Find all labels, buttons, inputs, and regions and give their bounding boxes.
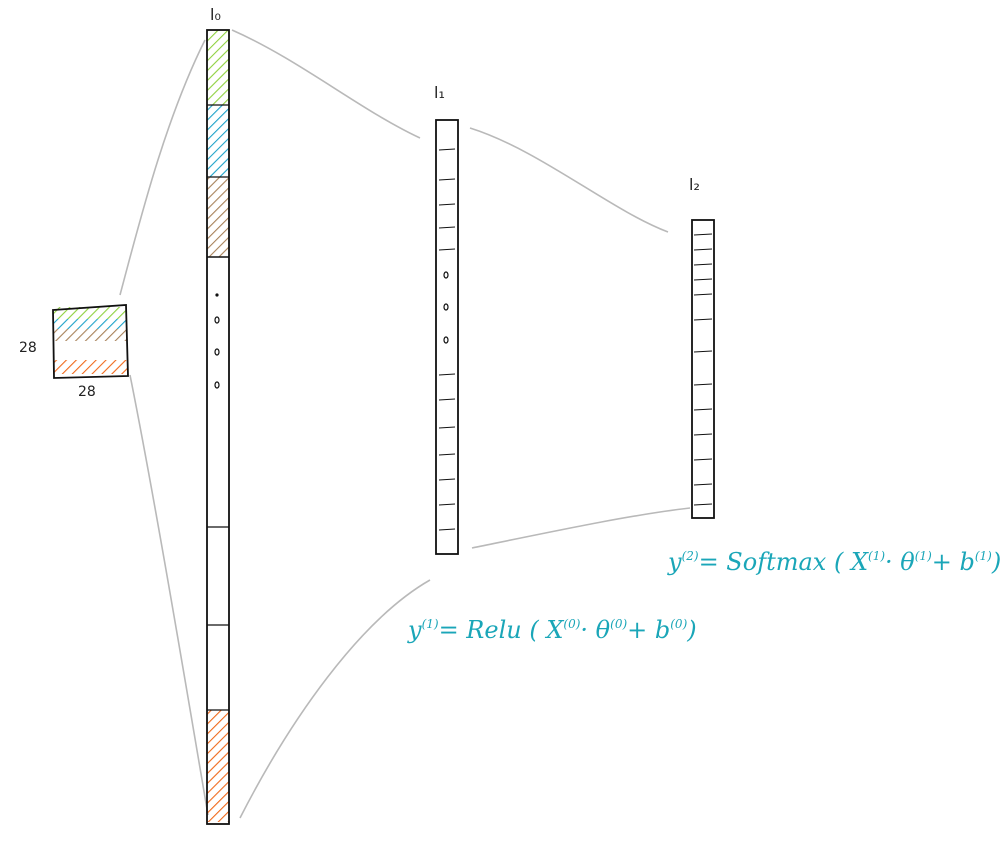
input-band-green bbox=[53, 307, 127, 319]
eq2-plus-b: + b bbox=[932, 548, 975, 576]
eq1-x-sup: (0) bbox=[563, 617, 580, 631]
svg-text:y(1)= Relu ( X(0)· θ(0)+ b(0)): y(1)= Relu ( X(0)· θ(0)+ b(0)) bbox=[407, 616, 697, 644]
input-band-blue bbox=[53, 319, 127, 329]
cell-divider bbox=[693, 293, 713, 296]
l2-frame bbox=[691, 219, 715, 519]
cell-divider bbox=[693, 263, 713, 266]
cell-divider bbox=[438, 373, 456, 376]
eq1-lhs-sup: (1) bbox=[422, 617, 439, 631]
eq1-theta-sup: (0) bbox=[610, 617, 627, 631]
cell-divider bbox=[438, 478, 456, 481]
cell-divider bbox=[693, 433, 713, 436]
cell-divider bbox=[693, 278, 713, 281]
eq2-x-sup: (1) bbox=[868, 549, 885, 563]
cell-divider bbox=[438, 398, 456, 401]
cell-divider bbox=[693, 458, 713, 461]
input-band-brown bbox=[53, 329, 127, 341]
l0-band-orange bbox=[207, 710, 229, 822]
svg-text:y(2)= Softmax ( X(1)· θ(1)+ b(: y(2)= Softmax ( X(1)· θ(1)+ b(1)) bbox=[667, 548, 1001, 576]
l0-band-blue bbox=[207, 105, 229, 177]
l1-frame bbox=[435, 119, 459, 555]
equation-hidden-relu: y(1)= Relu ( X(0)· θ(0)+ b(0)) bbox=[407, 616, 697, 644]
l0-band-brown bbox=[207, 177, 229, 257]
eq1-dot-theta: · θ bbox=[580, 616, 610, 644]
l2-cell-dividers bbox=[693, 233, 713, 506]
input-band-orange bbox=[53, 360, 127, 374]
eq1-plus-b: + b bbox=[627, 616, 670, 644]
cell-divider bbox=[438, 248, 456, 251]
cell-divider bbox=[693, 233, 713, 236]
eq1-b-sup: (0) bbox=[670, 617, 687, 631]
cell-divider bbox=[693, 408, 713, 411]
input-image: 28 28 bbox=[19, 304, 129, 400]
cell-divider bbox=[693, 350, 713, 353]
l0-ellipsis bbox=[214, 293, 220, 389]
cell-divider bbox=[693, 483, 713, 486]
eq2-b-sup: (1) bbox=[975, 549, 992, 563]
cell-divider bbox=[693, 248, 713, 251]
cell-divider bbox=[693, 503, 713, 506]
cell-divider bbox=[438, 453, 456, 456]
layer-l2: l₂ bbox=[689, 175, 715, 519]
eq1-rhs-main: = Relu ( X bbox=[439, 616, 565, 644]
connector-input-bottom bbox=[129, 374, 209, 816]
l0-band-green bbox=[207, 30, 229, 105]
eq2-lhs-sup: (2) bbox=[682, 549, 699, 563]
cell-divider bbox=[438, 203, 456, 206]
cell-divider bbox=[438, 426, 456, 429]
l1-ellipsis bbox=[443, 271, 449, 344]
l2-label: l₂ bbox=[689, 175, 700, 194]
l0-frame bbox=[206, 29, 230, 825]
cell-divider bbox=[438, 148, 456, 151]
cell-divider bbox=[438, 528, 456, 531]
eq2-theta-sup: (1) bbox=[915, 549, 932, 563]
l0-label: l₀ bbox=[210, 5, 221, 24]
connector-l0-l1-top bbox=[231, 29, 421, 139]
connectors bbox=[119, 29, 691, 819]
eq1-lhs: y bbox=[407, 616, 422, 644]
eq1-close: ) bbox=[686, 616, 696, 644]
cell-divider bbox=[438, 178, 456, 181]
input-frame bbox=[52, 304, 129, 379]
layer-l1: l₁ bbox=[434, 83, 459, 555]
cell-divider bbox=[438, 503, 456, 506]
connector-l1-l2-bottom bbox=[471, 507, 691, 549]
eq2-dot-theta: · θ bbox=[885, 548, 915, 576]
cell-divider bbox=[693, 383, 713, 386]
eq2-lhs: y bbox=[667, 548, 682, 576]
l1-cell-dividers bbox=[438, 148, 456, 531]
eq2-rhs-main: = Softmax ( X bbox=[699, 548, 869, 576]
cell-divider bbox=[438, 226, 456, 229]
eq2-close: ) bbox=[991, 548, 1001, 576]
connector-l1-l2-top bbox=[469, 127, 669, 233]
connector-l0-l1-bottom bbox=[239, 579, 431, 819]
input-width-label: 28 bbox=[78, 384, 96, 400]
cell-divider bbox=[693, 318, 713, 321]
equation-output-softmax: y(2)= Softmax ( X(1)· θ(1)+ b(1)) bbox=[667, 548, 1001, 576]
l1-label: l₁ bbox=[434, 83, 445, 102]
input-height-label: 28 bbox=[19, 340, 37, 356]
layer-l0: l₀ bbox=[206, 5, 230, 825]
connector-input-top bbox=[119, 39, 206, 296]
